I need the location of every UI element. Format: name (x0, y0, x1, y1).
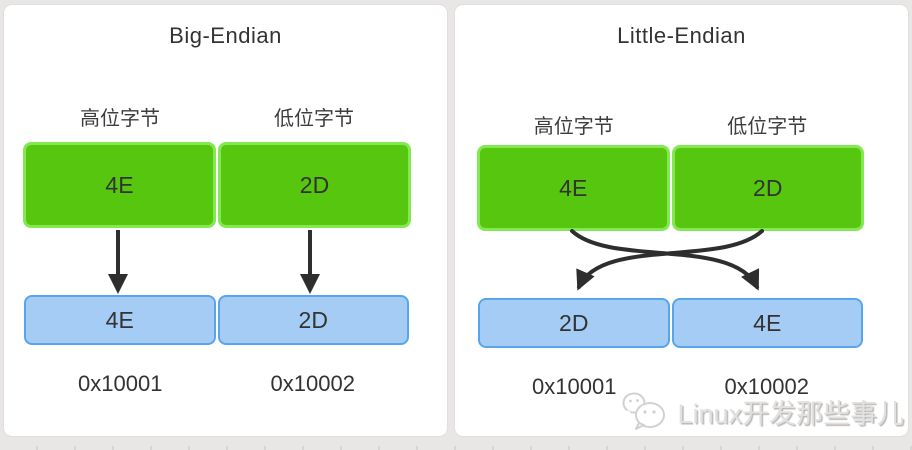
register-byte-box: 4E (477, 145, 670, 231)
panel-title-big-endian: Big-Endian (169, 23, 282, 48)
memory-byte-box: 2D (478, 298, 670, 348)
memory-byte-box: 2D (217, 295, 409, 345)
register-byte-box: 2D (671, 145, 864, 231)
straight-down-arrows (108, 230, 320, 294)
memory-byte-box: 4E (24, 295, 216, 345)
byte-labels-row: 高位字节 低位字节 (23, 102, 411, 131)
memory-byte-box: 4E (671, 298, 863, 348)
memory-byte-row: 2D 4E (478, 298, 863, 348)
low-byte-label: 低位字节 (274, 108, 354, 130)
memory-address: 0x10002 (724, 374, 809, 399)
canvas-ruler-strip (0, 440, 912, 450)
high-byte-label: 高位字节 (533, 116, 614, 138)
little-endian-panel: Little-Endian 高位字节 低位字节 4E 2D 2D 4E 0x10… (454, 4, 909, 437)
address-row: 0x10001 0x10002 (24, 371, 409, 397)
memory-byte-row: 4E 2D (24, 295, 409, 345)
watermark: Linux开发那些事儿 (621, 390, 904, 432)
register-byte-box: 2D (218, 142, 411, 228)
panel-title-little-endian: Little-Endian (617, 23, 746, 48)
cross-arrow-low-to-left (576, 229, 764, 291)
crossed-arrows (570, 229, 764, 291)
cross-arrow-high-to-right (570, 229, 760, 291)
wechat-icon (622, 392, 666, 430)
high-byte-label: 高位字节 (80, 108, 160, 130)
byte-labels-row: 高位字节 低位字节 (477, 110, 864, 139)
memory-address: 0x10001 (78, 371, 163, 396)
register-byte-box: 4E (23, 142, 216, 228)
big-endian-panel: Big-Endian 高位字节 低位字节 4E 2D 4E 2D 0x10001… (3, 4, 448, 437)
low-byte-label: 低位字节 (727, 116, 808, 138)
register-byte-row: 4E 2D (477, 145, 864, 231)
watermark-text: Linux开发那些事儿 (677, 398, 904, 429)
address-row: 0x10001 0x10002 (478, 374, 863, 400)
memory-address: 0x10002 (270, 371, 355, 396)
register-byte-row: 4E 2D (23, 142, 411, 228)
memory-address: 0x10001 (532, 374, 617, 399)
